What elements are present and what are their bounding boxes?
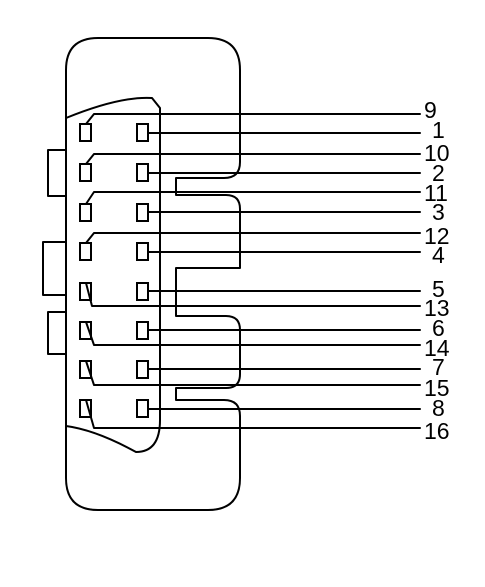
- pin-label-15: 15: [424, 375, 450, 401]
- pin-label-16: 16: [424, 418, 450, 444]
- pin-socket: [136, 399, 149, 418]
- leader-line-pin-15: [85, 360, 421, 386]
- pin-socket: [79, 242, 92, 261]
- connector-tab-lower: [47, 311, 67, 355]
- pin-label-6: 6: [432, 315, 445, 341]
- pin-label-14: 14: [424, 335, 450, 361]
- pin-label-3: 3: [432, 199, 445, 225]
- pin-socket: [136, 242, 149, 261]
- pin-number-labels: 9 1 10 2 11 3 12 4 5 13 6 14 7 15 8 16: [424, 97, 450, 444]
- leader-line-pin-14: [85, 321, 421, 346]
- pin-socket: [79, 123, 92, 142]
- pin-label-10: 10: [424, 140, 450, 166]
- pin-socket: [136, 321, 149, 340]
- pin-socket: [79, 163, 92, 182]
- leader-line-pin-16: [85, 399, 421, 429]
- pin-socket: [136, 123, 149, 142]
- pin-socket: [79, 203, 92, 222]
- pin-label-9: 9: [424, 97, 437, 123]
- leader-line-pin-12: [85, 232, 421, 244]
- right-pin-column: [136, 123, 149, 418]
- leader-line-pin-10: [85, 153, 421, 165]
- right-pin-leader-lines: [147, 132, 421, 410]
- pin-label-13: 13: [424, 295, 450, 321]
- pin-label-5: 5: [432, 276, 445, 302]
- leader-line-pin-11: [85, 191, 421, 205]
- pin-label-2: 2: [432, 160, 445, 186]
- connector-tab-upper: [47, 149, 67, 197]
- pin-label-7: 7: [432, 354, 445, 380]
- pin-label-12: 12: [424, 223, 450, 249]
- left-pin-leader-lines: [85, 113, 421, 429]
- pin-label-11: 11: [424, 180, 448, 206]
- pin-label-1: 1: [432, 117, 445, 143]
- connector-housing: [65, 37, 241, 511]
- leader-line-pin-13: [85, 282, 421, 307]
- pin-socket: [136, 360, 149, 379]
- pin-label-4: 4: [432, 242, 445, 268]
- leader-line-pin-9: [85, 113, 421, 125]
- pin-socket: [136, 203, 149, 222]
- pin-label-8: 8: [432, 395, 445, 421]
- pin-field-outline: [65, 96, 161, 453]
- pin-socket: [136, 163, 149, 182]
- connector-tab-middle: [42, 241, 67, 296]
- pin-socket: [136, 282, 149, 301]
